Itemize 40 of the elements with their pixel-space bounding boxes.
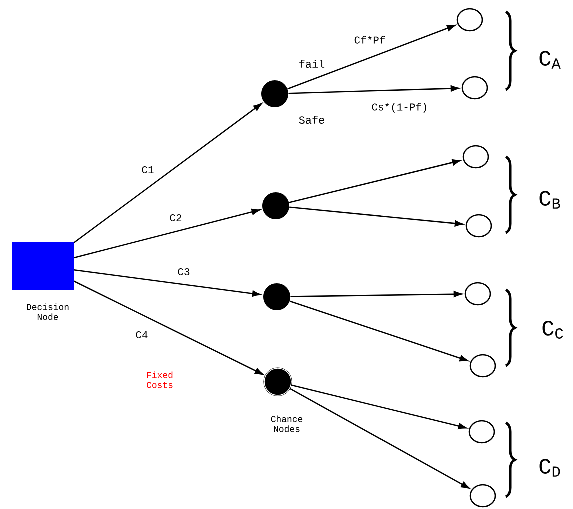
- outcome-circle: [456, 8, 484, 32]
- arrow: [74, 280, 264, 376]
- cost-label: C$_{D}$: [540, 459, 560, 477]
- arrow: [290, 291, 462, 298]
- outcome-circle: [466, 214, 492, 238]
- cost-label: C$_{A}$: [540, 51, 561, 69]
- arrow: [291, 384, 467, 430]
- branch-label: Safe: [299, 116, 324, 124]
- arrow: [288, 25, 456, 90]
- arrow: [289, 160, 461, 204]
- outcome-circle: [470, 354, 496, 378]
- note-label: Fixed Costs: [147, 372, 173, 388]
- outcome-circle: [464, 282, 492, 306]
- node-caption: Chance Nodes: [271, 416, 303, 432]
- chance-circle: [262, 192, 290, 220]
- arrow: [290, 388, 470, 489]
- edge-label: C2: [170, 214, 182, 222]
- outcome-circle: [468, 420, 496, 444]
- edge-label: Cs*(1-Pf): [372, 103, 426, 113]
- arrow: [290, 300, 468, 362]
- node-caption: Decision Node: [27, 304, 69, 320]
- branch-label: fail: [300, 60, 325, 68]
- arrow: [288, 86, 460, 94]
- chance-circle: [262, 80, 288, 108]
- decision-box: [12, 242, 74, 290]
- outcome-circle: [462, 76, 488, 100]
- arrow: [74, 103, 262, 244]
- chance-circle: [264, 368, 292, 396]
- arrow: [74, 208, 260, 259]
- chance-circle: [264, 284, 290, 310]
- cost-label: C$_{C}$: [542, 321, 564, 339]
- edge-label: C1: [142, 166, 154, 174]
- edge-label: C3: [178, 268, 190, 276]
- arrow: [290, 206, 464, 227]
- outcome-circle: [462, 145, 490, 169]
- cost-label: C$_{B}$: [540, 191, 560, 209]
- outcome-circle: [470, 484, 496, 508]
- arrow: [74, 269, 261, 297]
- edge-label: Cf*Pf: [354, 36, 386, 44]
- edge-label: C4: [136, 331, 148, 339]
